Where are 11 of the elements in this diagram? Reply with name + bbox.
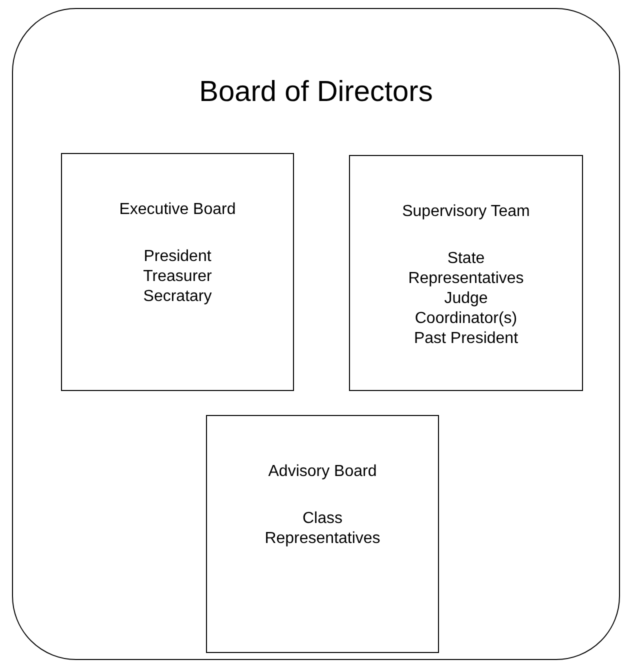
group-title: Board of Directors	[199, 75, 433, 110]
group-box	[206, 415, 439, 653]
group-title: Advisory Board	[268, 462, 377, 482]
member-list: President Treasurer Secratary	[116, 247, 238, 308]
board-container	[12, 8, 620, 660]
group-box	[349, 155, 583, 391]
group-title: Supervisory Team	[402, 202, 530, 222]
group-title: Executive Board	[119, 200, 236, 220]
member-list: Class Representatives	[262, 509, 384, 550]
member-list: State Representatives Judge Coordinator(s) Past President	[405, 249, 527, 350]
group-box	[61, 153, 294, 391]
